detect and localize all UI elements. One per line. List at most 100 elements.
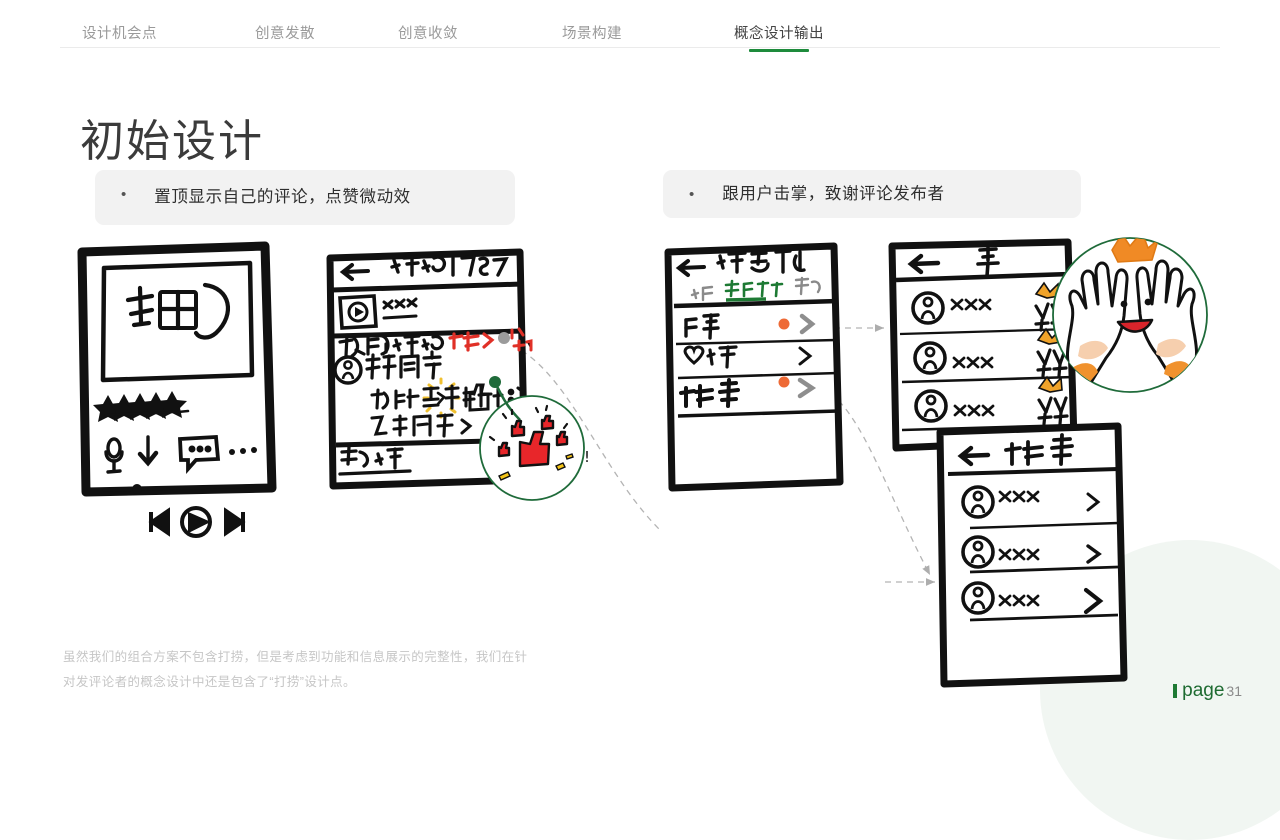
nav-tab-design-opportunity[interactable]: 设计机会点 xyxy=(82,22,157,43)
unread-badge xyxy=(778,318,790,330)
chevron-right-icon xyxy=(1083,587,1104,615)
sketch-music-player xyxy=(77,241,277,538)
chevron-right-icon xyxy=(1086,492,1101,512)
username-placeholder xyxy=(998,594,1040,607)
avatar-icon xyxy=(961,535,995,569)
avatar-icon xyxy=(961,485,995,519)
play-icon xyxy=(180,506,212,538)
like-row-3 xyxy=(901,375,1075,432)
nav-tab-label: 创意收敛 xyxy=(398,26,458,42)
like-row-2 xyxy=(901,327,1075,384)
message-tabs xyxy=(673,276,839,309)
high-five-button xyxy=(1036,327,1068,378)
sketch-board: ! xyxy=(0,230,1280,700)
connector-msg-to-salvagers xyxy=(811,381,931,576)
message-row-salvagers xyxy=(677,376,839,418)
sketch-salvagers-list xyxy=(936,422,1128,688)
page-title: 初始设计 xyxy=(80,117,264,166)
chevron-right-icon xyxy=(1086,544,1102,564)
callout-left-text: 置顶显示自己的评论，点赞微动效 xyxy=(154,188,411,206)
active-tab-underline xyxy=(725,297,767,302)
avatar-icon xyxy=(333,355,363,385)
page-number: page 31 xyxy=(1173,680,1242,702)
bullet-marker: • xyxy=(689,185,695,203)
song-row xyxy=(333,294,525,339)
back-arrow-icon xyxy=(957,445,991,467)
high-five-button xyxy=(1037,375,1069,426)
heart-icon xyxy=(683,345,705,365)
back-arrow-icon xyxy=(907,253,941,275)
connector-comments-to-message xyxy=(479,337,661,531)
page-number-value: 31 xyxy=(1226,683,1242,699)
message-row-likes xyxy=(675,313,837,346)
tab-official xyxy=(794,276,821,296)
username-placeholder xyxy=(953,404,995,417)
username-placeholder xyxy=(950,298,992,311)
comment-icon xyxy=(178,435,221,474)
salvager-row-2 xyxy=(961,535,1119,574)
tab-interactions-active xyxy=(724,279,784,298)
nav-tab-concept-output[interactable]: 概念设计输出 xyxy=(734,22,824,52)
username-placeholder xyxy=(952,356,994,369)
back-arrow-icon xyxy=(675,259,706,277)
sketch-likes-list xyxy=(888,238,1078,452)
avatar-icon xyxy=(914,389,948,423)
download-icon xyxy=(137,435,159,467)
hot-comments-section xyxy=(338,445,412,476)
more-icon xyxy=(229,447,257,455)
nav-tab-scenario-build[interactable]: 场景构建 xyxy=(562,22,622,43)
likes-title xyxy=(976,246,1000,278)
mic-icon xyxy=(104,437,124,474)
comments-title xyxy=(390,255,509,277)
page-tick-icon xyxy=(1173,684,1178,698)
salvager-row-3 xyxy=(961,581,1119,622)
comment-author-row xyxy=(333,350,442,385)
message-row-favorites xyxy=(677,345,839,380)
callout-right-text: 跟用户击掌，致谢评论发布者 xyxy=(722,185,945,203)
callout-right: • 跟用户击掌，致谢评论发布者 xyxy=(663,170,1081,218)
top-navigation: 设计机会点 创意发散 创意收敛 场景构建 概念设计输出 xyxy=(0,0,1280,52)
my-comments-row xyxy=(338,333,445,358)
active-tab-underline xyxy=(749,49,809,52)
transport-controls xyxy=(148,506,246,538)
nav-tab-idea-divergence[interactable]: 创意发散 xyxy=(255,22,315,43)
nav-tab-idea-convergence[interactable]: 创意收敛 xyxy=(398,22,458,43)
plus-one-annotation xyxy=(510,327,533,352)
chevron-right-icon xyxy=(797,377,817,399)
unread-badge xyxy=(778,376,790,388)
nav-tab-label: 设计机会点 xyxy=(82,26,157,42)
salvager-row-1 xyxy=(961,485,1119,530)
back-arrow-icon xyxy=(339,263,370,281)
next-icon xyxy=(224,507,246,537)
nav-tab-label: 创意发散 xyxy=(255,26,315,42)
gray-dot-marker xyxy=(498,332,510,344)
page-word: page xyxy=(1182,680,1225,701)
avatar-icon xyxy=(911,291,945,325)
comment-text xyxy=(370,384,527,410)
bullet-marker: • xyxy=(121,186,127,203)
footer-note: 虽然我们的组合方案不包含打捞，但是考虑到功能和信息展示的完整性，我们在针对发评论… xyxy=(63,650,528,689)
chevron-right-icon xyxy=(799,313,816,335)
nav-divider xyxy=(60,47,1220,48)
callout-like-burst: ! xyxy=(479,376,590,501)
chevron-right-icon xyxy=(798,346,813,366)
avatar-icon xyxy=(961,581,995,615)
avatar-icon xyxy=(913,341,947,375)
nav-tab-label: 场景构建 xyxy=(562,26,622,42)
message-center-title xyxy=(716,245,806,274)
prev-icon xyxy=(148,507,170,537)
nav-tab-label: 概念设计输出 xyxy=(734,26,824,42)
salvagers-title xyxy=(1004,433,1074,466)
like-burst-illustration xyxy=(488,404,574,481)
sketch-message-center xyxy=(664,242,844,492)
tab-private-messages xyxy=(690,285,714,302)
callout-high-five xyxy=(1052,237,1208,393)
sketch-comments-screen xyxy=(326,248,533,490)
replies-link xyxy=(370,413,473,438)
username-placeholder xyxy=(998,548,1040,561)
username-placeholder xyxy=(998,490,1040,503)
callout-left: • 置顶显示自己的评论，点赞微动效 xyxy=(95,170,515,225)
decorative-circle-small xyxy=(1154,614,1188,648)
progress-bar xyxy=(102,484,254,494)
exclamation-mark: ! xyxy=(584,448,590,466)
